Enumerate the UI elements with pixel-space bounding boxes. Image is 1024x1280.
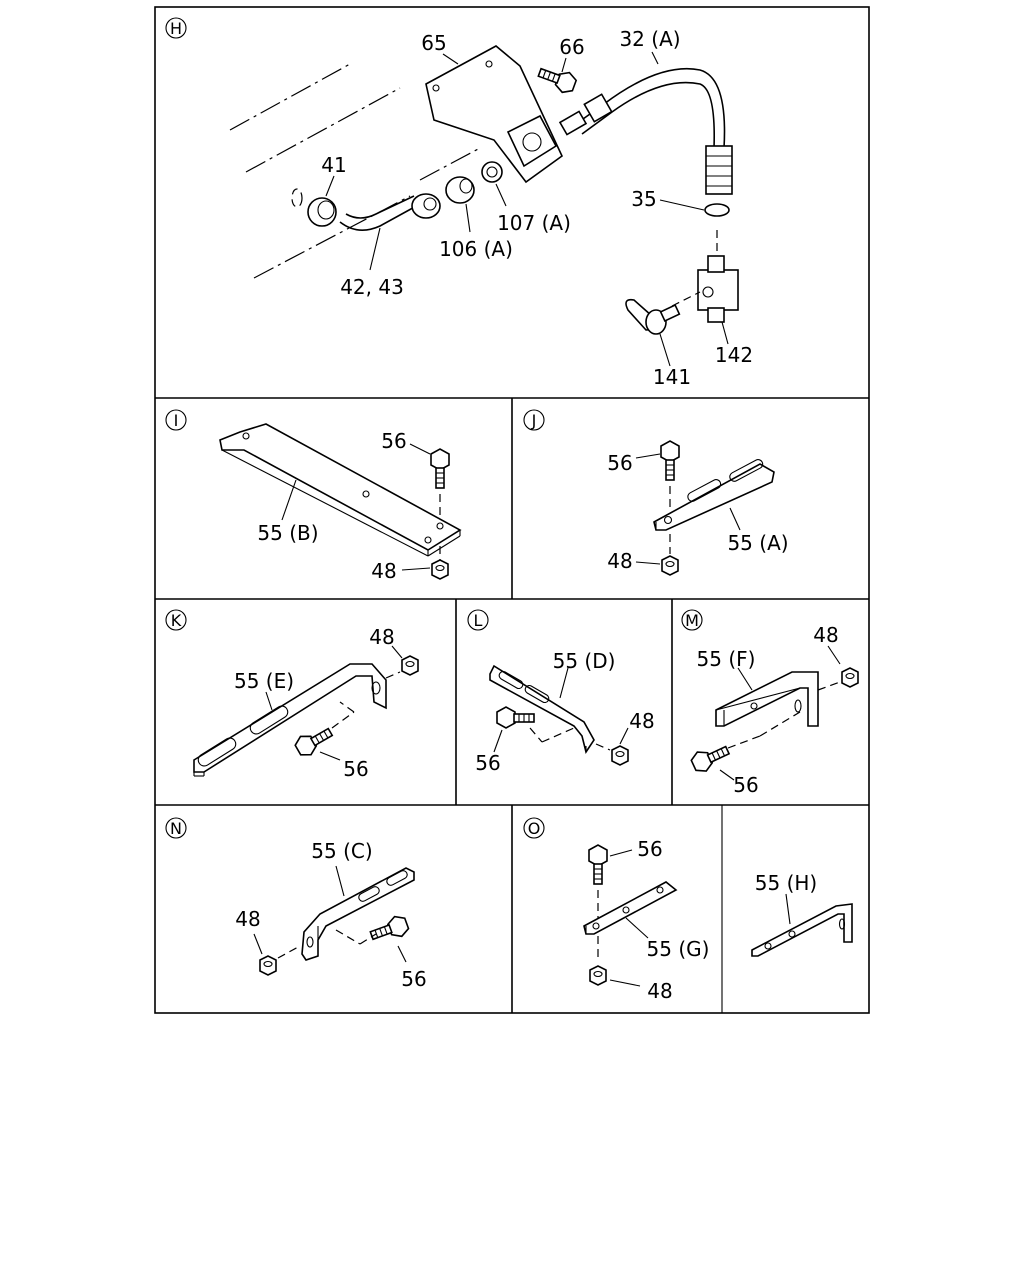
nut-48 — [401, 655, 419, 676]
section-marker-m-text: M — [685, 611, 699, 630]
callout-56: 56 — [475, 751, 500, 775]
section-marker-i-text: I — [174, 411, 179, 430]
callout-142: 142 — [715, 343, 753, 367]
leader-lines-h — [325, 51, 729, 367]
callout-41: 41 — [321, 153, 346, 177]
callout-48: 48 — [647, 979, 672, 1003]
callout-55c: 55 (C) — [311, 839, 372, 863]
connector-141 — [625, 291, 701, 335]
tee-fitting-142 — [697, 255, 739, 323]
section-marker-h-text: H — [170, 19, 182, 38]
callout-65: 65 — [421, 31, 446, 55]
callout-55b: 55 (B) — [257, 521, 318, 545]
callout-48: 48 — [813, 623, 838, 647]
callout-55e: 55 (E) — [234, 669, 294, 693]
callout-106a: 106 (A) — [439, 237, 513, 261]
callout-141: 141 — [653, 365, 691, 389]
section-marker-o-text: O — [528, 819, 541, 838]
callout-48: 48 — [235, 907, 260, 931]
nut-48 — [431, 559, 449, 580]
callout-107a: 107 (A) — [497, 211, 571, 235]
callout-56: 56 — [733, 773, 758, 797]
callout-56: 56 — [343, 757, 368, 781]
callout-56: 56 — [401, 967, 426, 991]
section-marker-o — [523, 817, 545, 839]
grommet-41 — [291, 188, 337, 227]
bracket-55d — [489, 664, 595, 754]
nut-48 — [259, 955, 277, 976]
nut-48 — [589, 965, 607, 986]
callout-48: 48 — [371, 559, 396, 583]
brake-hose-32a — [558, 67, 733, 195]
callout-32a: 32 (A) — [619, 27, 680, 51]
section-l: L 55 (D) 48 56 — [467, 609, 655, 775]
nut-48 — [611, 745, 629, 766]
washer-35 — [704, 203, 730, 217]
bracket-55g — [583, 881, 678, 935]
section-marker-l-text: L — [474, 611, 483, 630]
bolt-56 — [660, 440, 680, 481]
section-j: J 56 55 (A) 48 — [523, 409, 789, 576]
bracket-55e — [193, 663, 387, 777]
callout-56: 56 — [637, 837, 662, 861]
panel-grid — [154, 6, 870, 1014]
section-i: I 56 55 (B) 48 — [165, 409, 462, 583]
section-marker-j-text: J — [531, 411, 537, 430]
section-marker-h — [165, 17, 187, 39]
section-h: H — [165, 17, 753, 389]
nut-48 — [661, 555, 679, 576]
bolt-66 — [535, 62, 579, 97]
bracket-55b — [219, 423, 462, 557]
section-k: K 48 55 (E) 56 — [165, 609, 419, 781]
callout-55g: 55 (G) — [647, 937, 710, 961]
section-marker-m — [681, 609, 703, 631]
bolt-56 — [588, 844, 608, 885]
bolt-56 — [496, 706, 535, 729]
bracket-55h — [751, 903, 853, 957]
callout-35: 35 — [631, 187, 656, 211]
section-o: O 56 55 (G) 48 55 (H) — [523, 817, 853, 1003]
section-marker-k — [165, 609, 187, 631]
callout-48: 48 — [369, 625, 394, 649]
bracket-55a — [653, 459, 775, 531]
callout-55f: 55 (F) — [697, 647, 756, 671]
callout-56: 56 — [381, 429, 406, 453]
section-m: M 55 (F) 48 56 — [681, 609, 859, 797]
bolt-56 — [430, 448, 450, 489]
bolt-56 — [291, 721, 337, 760]
sleeve-106a — [445, 176, 475, 204]
callout-48: 48 — [607, 549, 632, 573]
nut-48 — [841, 667, 859, 688]
pipe-42-43 — [339, 193, 441, 231]
clip-107a — [481, 161, 503, 183]
bracket-65 — [425, 45, 564, 184]
section-marker-n-text: N — [170, 819, 182, 838]
section-marker-n — [165, 817, 187, 839]
section-n: N 55 (C) 48 56 — [165, 817, 427, 991]
bolt-56 — [367, 912, 412, 947]
bracket-55f — [715, 671, 819, 727]
section-marker-l — [467, 609, 489, 631]
callout-55h: 55 (H) — [755, 871, 817, 895]
callout-48: 48 — [629, 709, 654, 733]
section-marker-j — [523, 409, 545, 431]
section-marker-k-text: K — [171, 611, 182, 630]
callout-42-43: 42, 43 — [340, 275, 404, 299]
callout-55d: 55 (D) — [553, 649, 616, 673]
section-marker-i — [165, 409, 187, 431]
bolt-56 — [688, 739, 733, 776]
callout-55a: 55 (A) — [727, 531, 788, 555]
callout-66: 66 — [559, 35, 584, 59]
callout-56: 56 — [607, 451, 632, 475]
bracket-55c — [301, 867, 415, 961]
